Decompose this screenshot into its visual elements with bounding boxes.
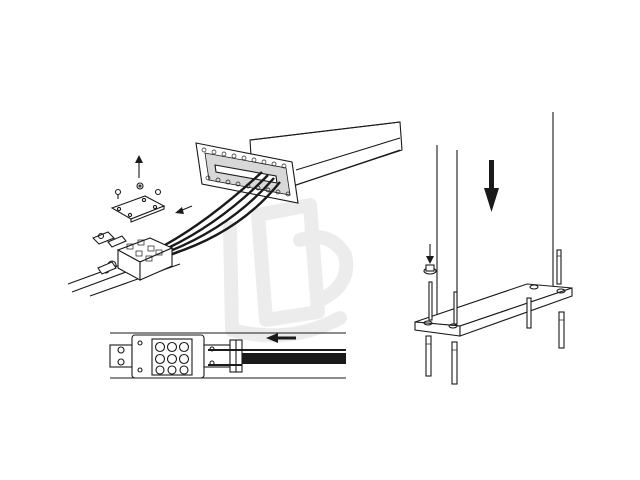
junction-box-top-view [109, 332, 346, 379]
column-base-anchoring [414, 112, 573, 385]
base-plate [414, 283, 573, 337]
nut-washer [423, 264, 437, 275]
arrow-up-icon [135, 155, 143, 178]
arrow-left-icon [266, 333, 296, 343]
watermark-logo [223, 198, 354, 343]
arrow-down-icon [484, 160, 499, 212]
arrow-left-icon [175, 205, 193, 214]
arrow-down-icon [426, 244, 434, 264]
anchor-bolt-icon [425, 249, 565, 385]
cables [164, 171, 281, 256]
junction-box-lid [110, 195, 166, 223]
junction-box-installation [67, 121, 403, 297]
cable-clamp [203, 339, 243, 373]
junction-box [102, 237, 174, 281]
screw-icon [114, 182, 162, 199]
top-view-cables [208, 349, 346, 366]
terminal-block [131, 334, 205, 379]
end-clamp [109, 344, 133, 368]
clamp-parts [92, 231, 127, 275]
